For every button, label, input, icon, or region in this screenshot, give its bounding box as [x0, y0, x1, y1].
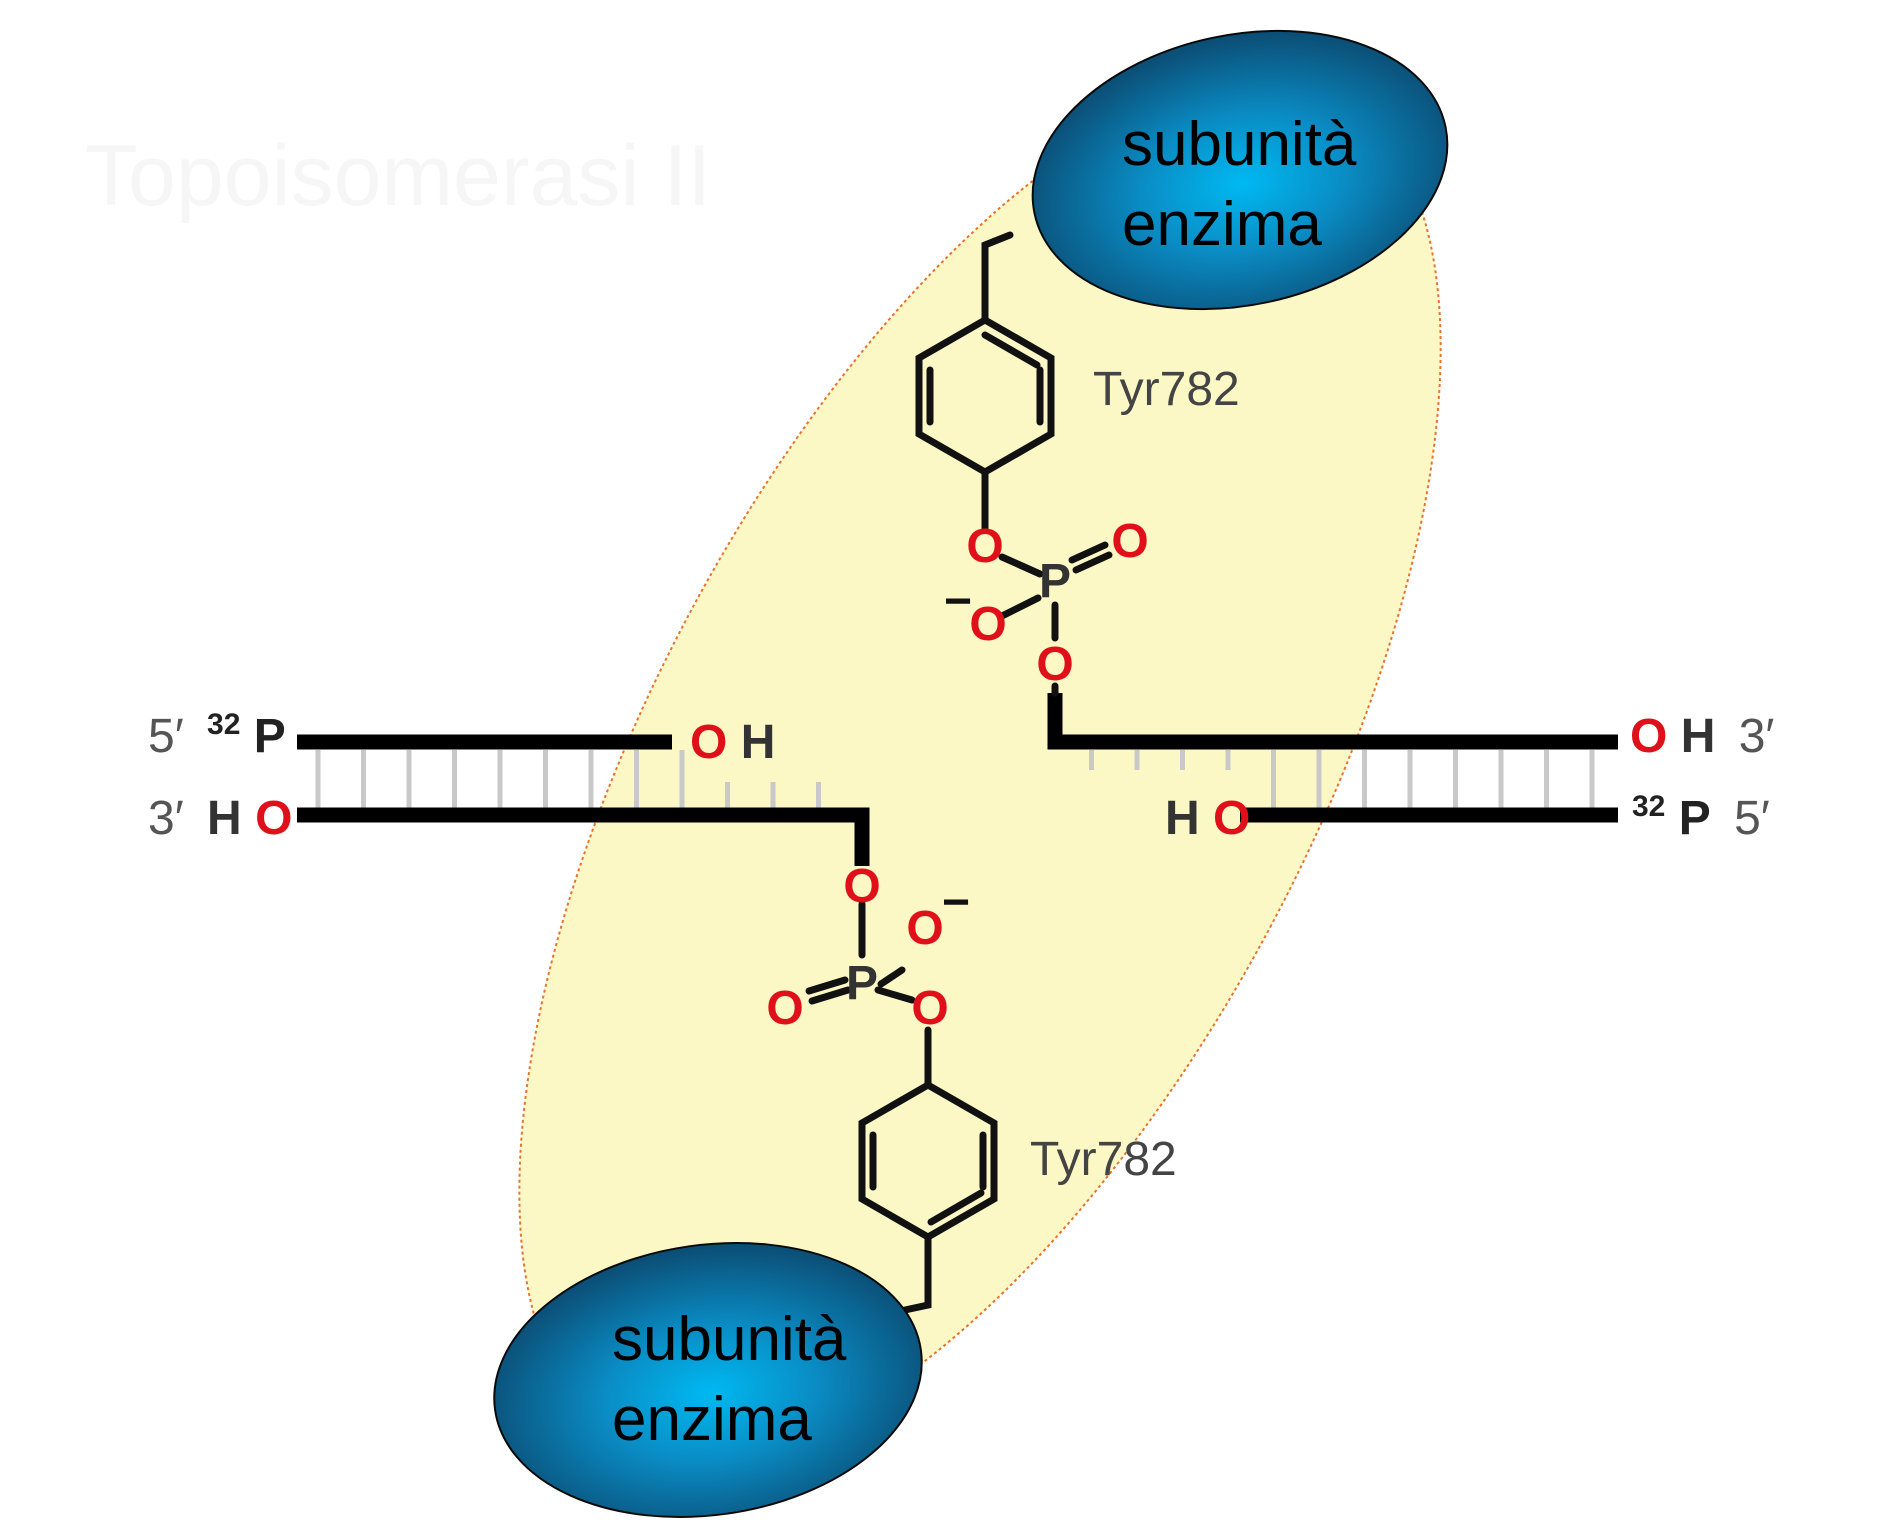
dna-strands [297, 693, 1618, 866]
oxygen-top-ester: O [966, 520, 1003, 573]
svg-text:subunità enzima: subunità enzima [1122, 110, 1374, 259]
dna-strand-right-top [1047, 693, 1618, 750]
end-left-top: 5′ [148, 710, 184, 763]
hydrogen-left-top-oh: H [741, 716, 776, 769]
label-right-bottom: 32 P 5′ [1632, 774, 1770, 845]
title-watermark: Topoisomerasi II [85, 128, 711, 224]
oxygen-right-top: O [1630, 710, 1667, 763]
oxygen-bottom-dna: O [843, 860, 880, 913]
subunit-bottom-shape [493, 1242, 923, 1518]
minus-sign-top: − [944, 575, 972, 628]
subunit-top-label-line1: subunità [1122, 110, 1357, 179]
phosphorus-top: P [1039, 555, 1071, 608]
subunit-top-shape [1031, 29, 1449, 311]
subunit-bottom-label-line1: subunità [612, 1305, 847, 1374]
oxygen-bottom-anion: O [906, 902, 943, 955]
oxygen-right-bottom: O [1213, 792, 1250, 845]
end-right-top: 3′ [1739, 710, 1775, 763]
label-right-top: O H 3′ [1630, 710, 1774, 763]
end-left-bottom: 3′ [148, 792, 184, 845]
tyrosine-bottom [805, 900, 998, 1314]
oxygen-bottom-ester: O [911, 982, 948, 1035]
isotope-left-top: 32 [207, 708, 240, 741]
oxygen-left-bottom: O [255, 792, 292, 845]
end-right-bottom: 5′ [1734, 792, 1770, 845]
atom-left-top: P [254, 710, 286, 763]
svg-text:subunità enzima: subunità enzima [612, 1305, 864, 1454]
hydrogen-right-bottom: H [1165, 792, 1200, 845]
oxygen-left-top-oh: O [690, 716, 727, 769]
hydrogen-right-top: H [1681, 710, 1716, 763]
oxygen-top-double: O [1111, 515, 1148, 568]
subunit-top-label-line2: enzima [1122, 190, 1322, 259]
tyrosine-label-top: Tyr782 [1093, 363, 1240, 416]
phosphorus-bottom: P [846, 957, 878, 1010]
phosphate-bottom: O O − P O O [766, 860, 970, 1035]
oxygen-bottom-double: O [766, 982, 803, 1035]
tyrosine-top [915, 231, 1113, 697]
label-left-bottom: 3′ H O [148, 792, 292, 845]
tyrosine-label-bottom: Tyr782 [1030, 1133, 1177, 1186]
phosphate-top: O P O O − O [944, 515, 1149, 691]
subunit-bottom-label-line2: enzima [612, 1385, 812, 1454]
label-left-top: 5′ 32 P [148, 692, 286, 763]
base-pairs [315, 750, 1595, 808]
hydrogen-left-bottom: H [207, 792, 242, 845]
isotope-right-bottom: 32 [1632, 790, 1665, 823]
subunit-bottom: subunità enzima [493, 1242, 923, 1518]
oxygen-top-dna: O [1036, 638, 1073, 691]
label-left-top-oh: O H [690, 716, 775, 769]
oxygen-top-anion: O [969, 598, 1006, 651]
enzyme-oval [518, 80, 1442, 1460]
subunit-top: subunità enzima [1031, 29, 1449, 311]
atom-right-bottom: P [1679, 792, 1711, 845]
dna-strand-left-bottom [297, 807, 870, 866]
label-right-bottom-ho: H O [1165, 792, 1250, 845]
minus-sign-bottom: − [942, 876, 970, 929]
